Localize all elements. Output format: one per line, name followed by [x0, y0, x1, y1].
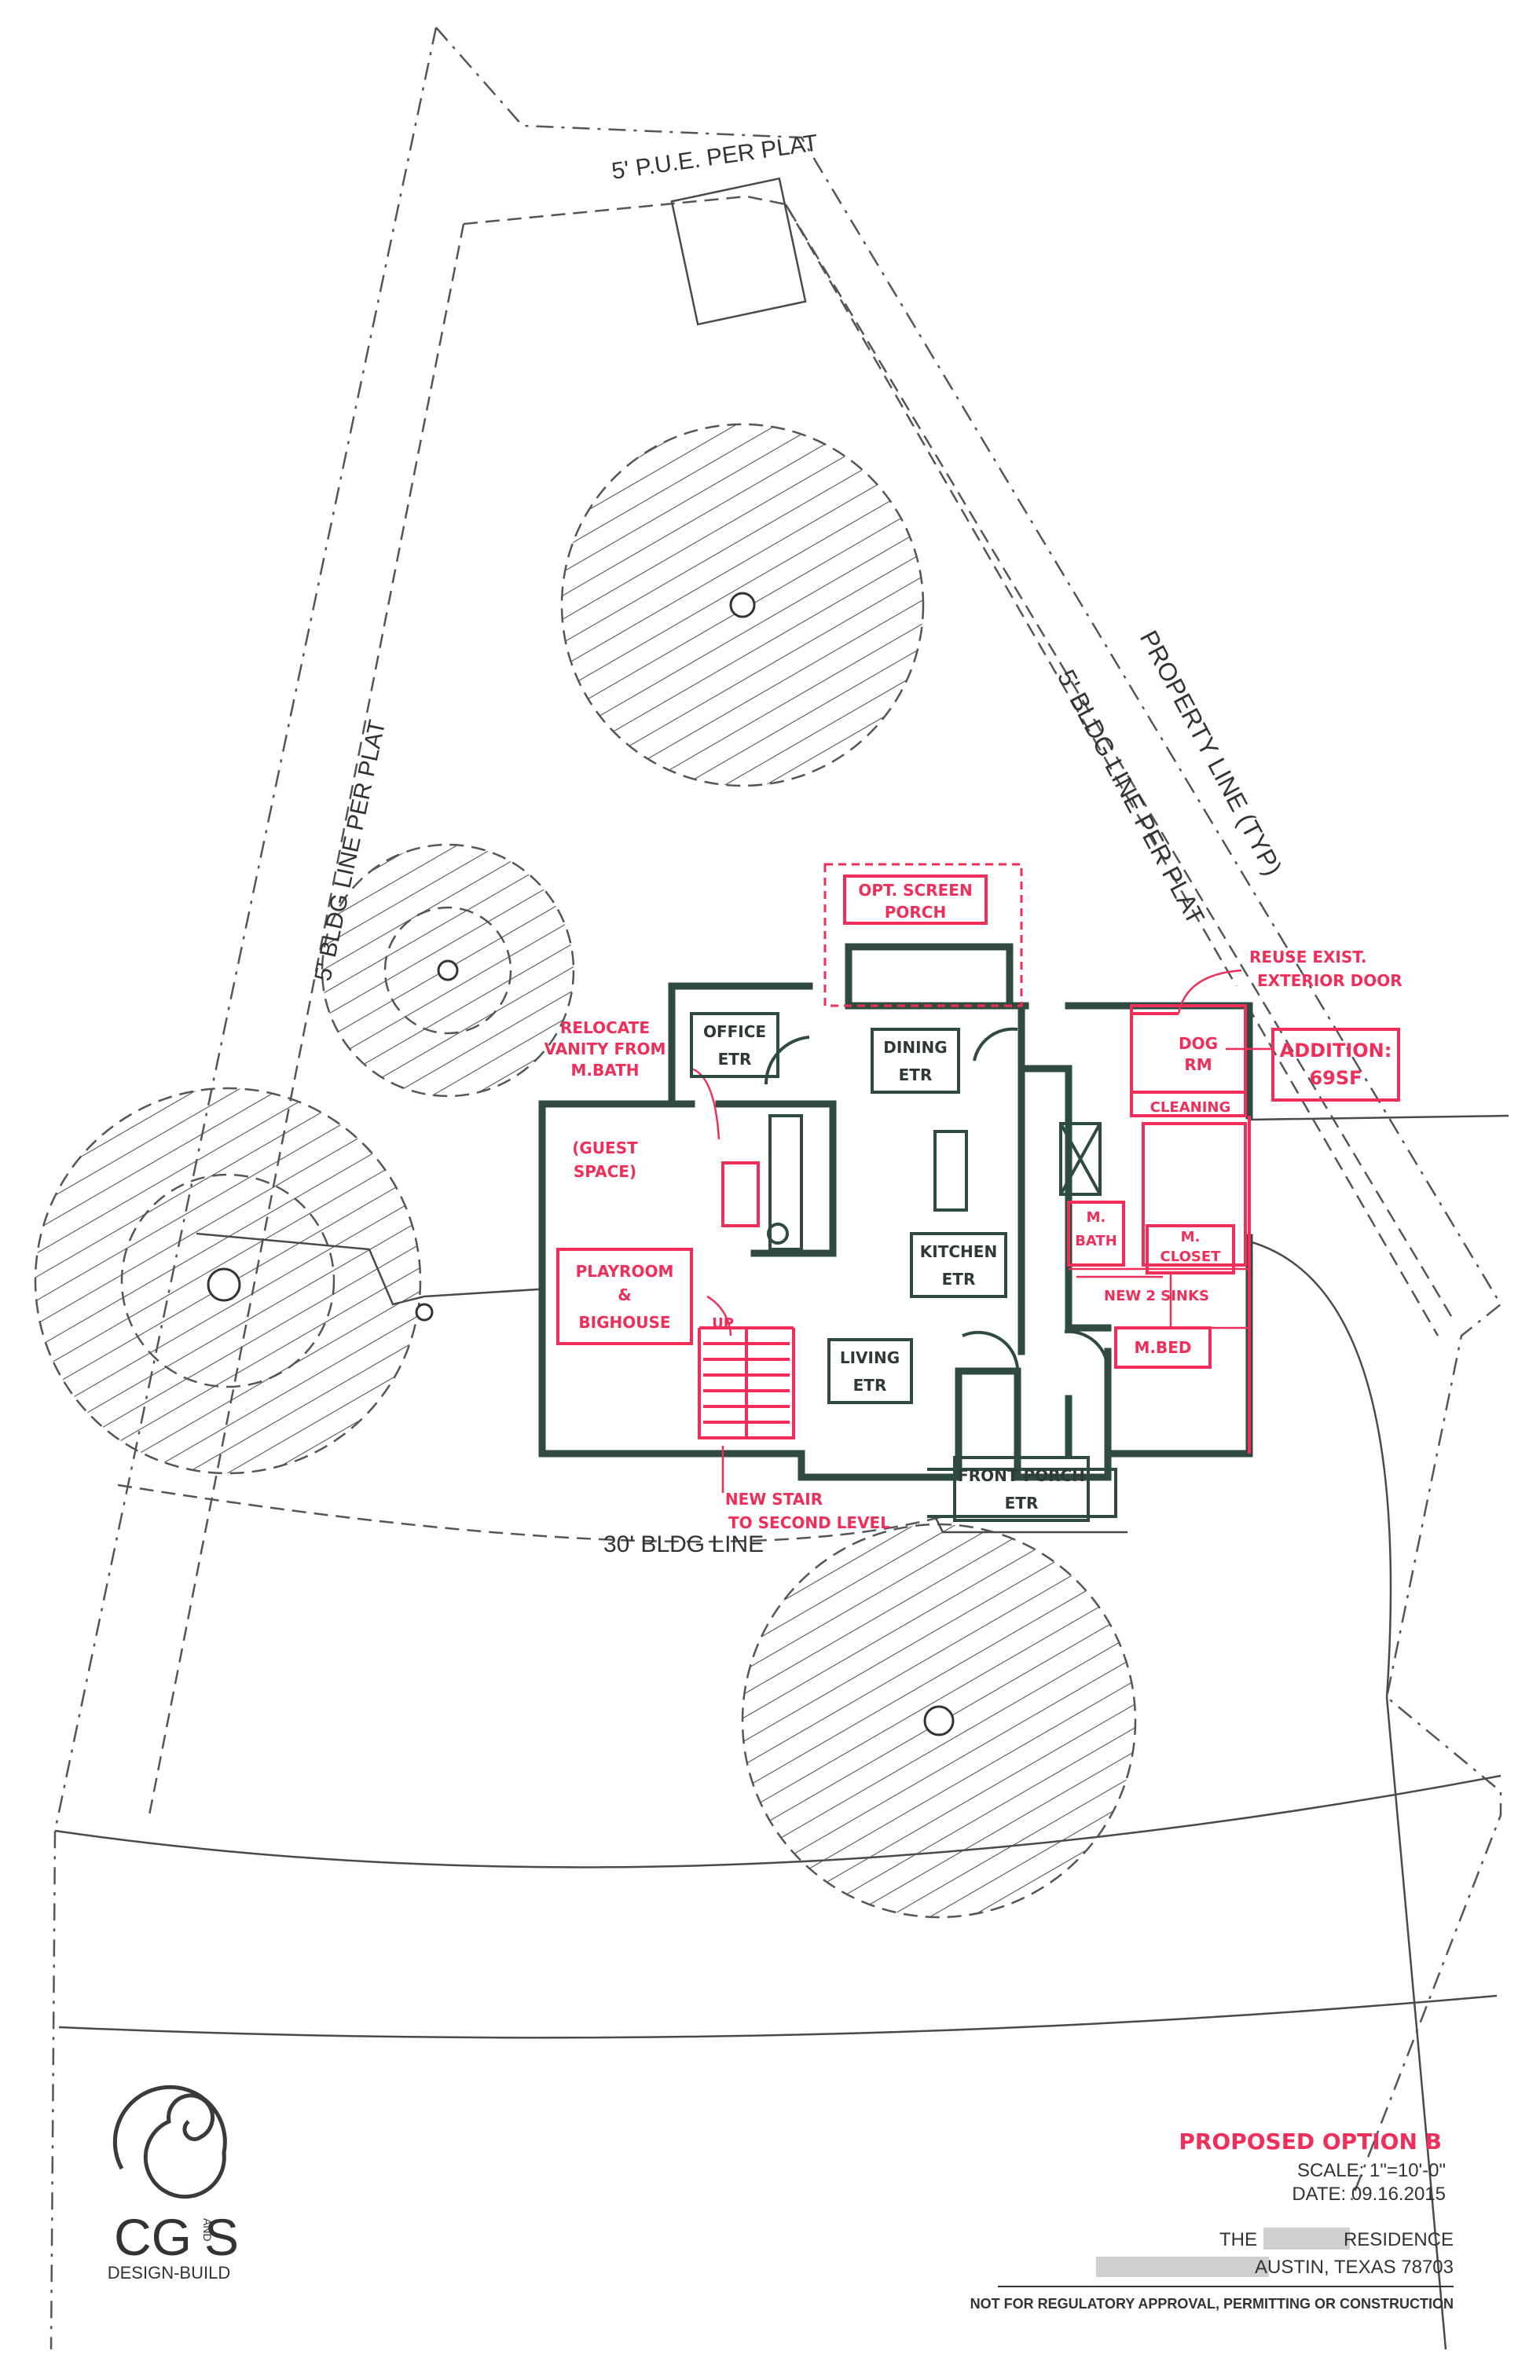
front-bldg-line	[117, 1483, 944, 1543]
tree-3	[34, 1087, 551, 1475]
stair-up-label: UP	[712, 1315, 734, 1332]
disclaimer-label: NOT FOR REGULATORY APPROVAL, PERMITTING …	[970, 2296, 1454, 2312]
cleaning-note: CLEANING	[1150, 1099, 1231, 1116]
m-bath-label: M.	[1087, 1209, 1106, 1226]
right-bldg-line	[784, 204, 1439, 1337]
markup-layer	[556, 863, 1400, 1493]
screen-porch-note: OPT. SCREEN	[858, 881, 972, 900]
svg-text:ETR: ETR	[899, 1065, 933, 1084]
pue-line	[463, 195, 1455, 1321]
dog-room-label: DOG	[1179, 1034, 1218, 1053]
address-label: AUSTIN, TEXAS 78703	[1255, 2257, 1454, 2278]
m-closet-label: M.	[1181, 1229, 1201, 1245]
svg-text:ETR: ETR	[718, 1050, 752, 1069]
new-stair-note-2: TO SECOND LEVEL	[728, 1513, 890, 1532]
m-bath-label-2: BATH	[1075, 1233, 1117, 1249]
svg-text:KITCHEN: KITCHEN	[920, 1242, 997, 1261]
residence-suffix: RESIDENCE	[1344, 2229, 1454, 2250]
addition-note: ADDITION:	[1280, 1040, 1392, 1062]
svg-text:AND: AND	[201, 2218, 214, 2242]
relocate-vanity-note: RELOCATE	[560, 1018, 650, 1037]
room-dining: DINING ETR	[871, 1028, 960, 1094]
reuse-door-note-2: EXTERIOR DOOR	[1257, 971, 1402, 990]
date-label: DATE: 09.16.2015	[1292, 2184, 1446, 2205]
front-bldg-line-label: 30' BLDG LINE	[603, 1531, 764, 1557]
dog-room-label-2: RM	[1184, 1055, 1212, 1074]
svg-text:S: S	[204, 2208, 239, 2266]
lot-boundary-lower	[54, 1696, 1502, 2350]
playroom-label: PLAYROOM	[576, 1262, 674, 1281]
logo: CG AND S DESIGN-BUILD	[108, 2085, 239, 2283]
relocate-vanity-note-2: VANITY FROM	[544, 1040, 666, 1058]
tree-2	[321, 843, 575, 1098]
screen-porch-note-2: PORCH	[885, 903, 946, 922]
addition-note-2: 69SF	[1309, 1067, 1362, 1089]
m-closet-label-2: CLOSET	[1160, 1249, 1222, 1265]
m-bed-label: M.BED	[1134, 1338, 1191, 1357]
residence-prefix: THE	[1219, 2229, 1257, 2250]
svg-text:ETR: ETR	[853, 1376, 887, 1395]
redacted-address	[1096, 2257, 1269, 2277]
svg-text:DINING: DINING	[883, 1038, 947, 1057]
svg-text:CG: CG	[114, 2208, 192, 2266]
playroom-amp: &	[618, 1285, 631, 1304]
property-line	[50, 27, 1502, 2350]
svg-text:OFFICE: OFFICE	[703, 1022, 766, 1041]
left-bldg-line	[148, 223, 465, 1816]
tree-4	[741, 1523, 1137, 1919]
room-front-porch: FRONT PORCH ETR	[953, 1456, 1090, 1522]
new-stair-note: NEW STAIR	[725, 1490, 823, 1509]
pue-label: 5' P.U.E. PER PLAT	[610, 130, 820, 185]
option-label: PROPOSED OPTION B	[1179, 2129, 1442, 2154]
guest-space-label-2: SPACE)	[574, 1162, 636, 1181]
redacted-name	[1263, 2228, 1350, 2250]
guest-space-label: (GUEST	[572, 1139, 638, 1157]
relocate-vanity-note-3: M.BATH	[570, 1061, 639, 1080]
addition-outline	[1130, 1004, 1247, 1117]
scale-label: SCALE: 1"=10'-0"	[1297, 2160, 1446, 2181]
svg-text:LIVING: LIVING	[840, 1348, 900, 1367]
shed	[670, 177, 807, 326]
svg-text:FRONT PORCH: FRONT PORCH	[958, 1466, 1085, 1485]
new-sinks-note: NEW 2 SINKS	[1104, 1288, 1209, 1304]
company-name: DESIGN-BUILD	[108, 2263, 230, 2283]
room-kitchen: KITCHEN ETR	[910, 1232, 1007, 1298]
driveway	[933, 1114, 1509, 1698]
room-living: LIVING ETR	[827, 1338, 913, 1404]
screen-porch-outline	[823, 863, 1023, 1007]
reuse-door-note: REUSE EXIST.	[1249, 948, 1366, 966]
room-office: OFFICE ETR	[690, 1012, 779, 1078]
tree-1	[560, 423, 925, 787]
playroom-label-2: BIGHOUSE	[578, 1313, 670, 1332]
svg-text:ETR: ETR	[1005, 1494, 1039, 1513]
svg-text:ETR: ETR	[942, 1270, 976, 1289]
